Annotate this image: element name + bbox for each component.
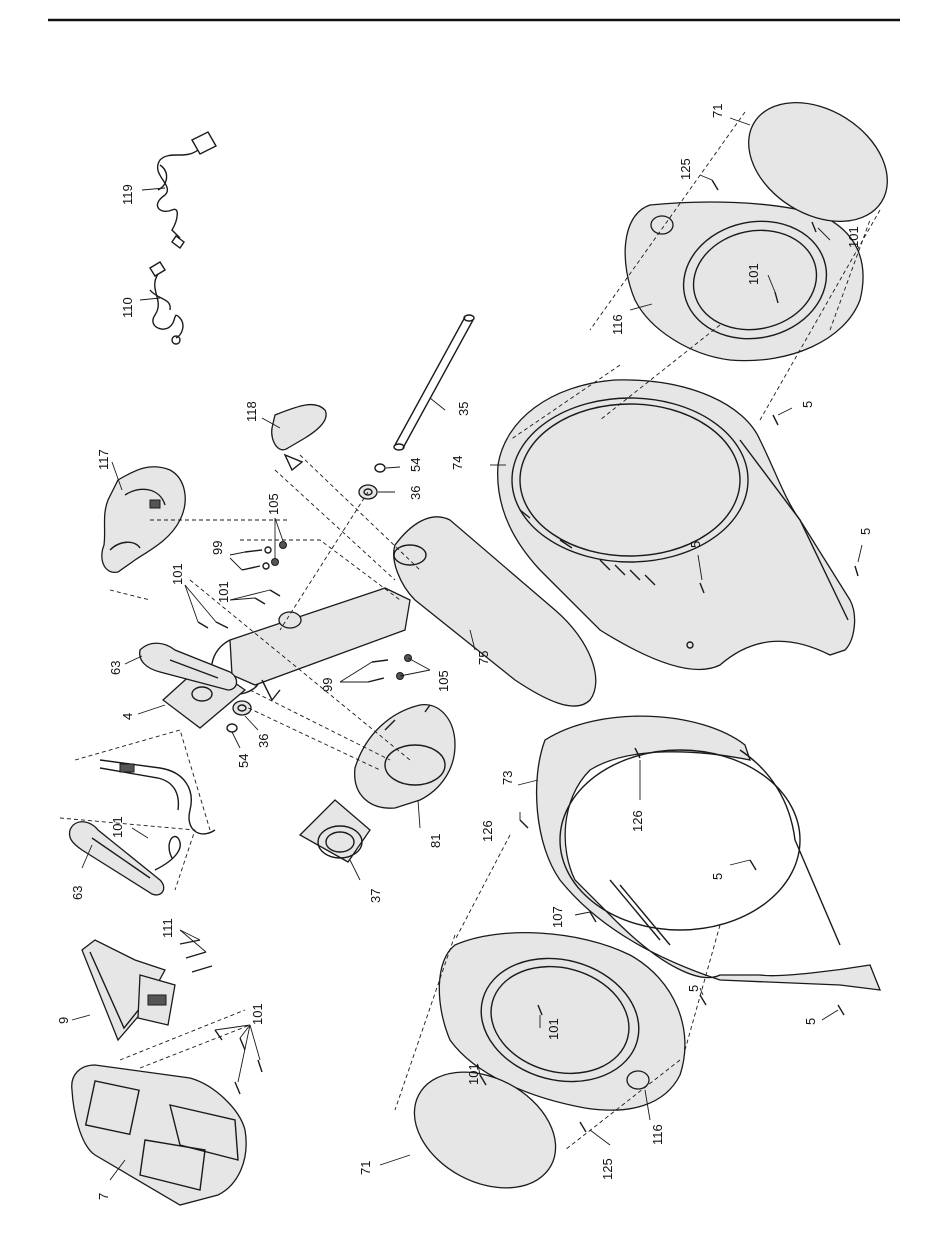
label-7: 7 — [96, 1193, 111, 1200]
label-54-lower: 54 — [236, 754, 251, 768]
nuts-105-top — [272, 542, 287, 566]
label-75: 75 — [476, 651, 491, 665]
label-99-lower: 99 — [320, 678, 335, 692]
label-36-lower: 36 — [256, 734, 271, 748]
label-9: 9 — [56, 1017, 71, 1024]
label-101-ring-b: 101 — [546, 1018, 561, 1040]
label-116-bottom: 116 — [650, 1124, 665, 1145]
label-5-a: 5 — [800, 401, 815, 408]
label-4: 4 — [120, 713, 135, 720]
label-101-handle: 101 — [110, 816, 125, 838]
label-119: 119 — [120, 184, 135, 205]
crank-housing-81 — [355, 705, 455, 809]
label-74: 74 — [450, 456, 465, 470]
label-125-bottom: 125 — [600, 1158, 615, 1180]
label-116-top: 116 — [610, 314, 625, 335]
screws-99-top — [242, 547, 271, 570]
label-5-b: 5 — [858, 528, 873, 535]
label-125-top: 125 — [678, 158, 693, 180]
label-54-top: 54 — [408, 458, 423, 472]
label-5-d: 5 — [710, 873, 725, 880]
handle-wire — [155, 836, 180, 870]
label-81: 81 — [428, 834, 443, 848]
label-110: 110 — [120, 297, 135, 318]
label-5-c: 5 — [688, 541, 703, 548]
label-111: 111 — [160, 918, 175, 938]
label-63-lower: 63 — [70, 886, 85, 900]
label-35: 35 — [456, 402, 471, 416]
cover-118 — [272, 405, 326, 470]
screws-111 — [180, 940, 212, 972]
label-101-ring-a: 101 — [466, 1063, 481, 1085]
wire-harness-110 — [150, 262, 183, 344]
label-105-lower: 105 — [436, 670, 451, 692]
screws-101-frame — [198, 590, 280, 628]
frame-post — [212, 588, 410, 700]
label-5-e: 5 — [686, 985, 701, 992]
console-bracket — [138, 975, 175, 1025]
handlebar-loop — [75, 730, 215, 834]
label-36-top: 36 — [408, 486, 423, 500]
label-63-top: 63 — [108, 661, 123, 675]
label-101-frame-a: 101 — [170, 563, 185, 585]
bearing-36-lower — [233, 701, 251, 715]
label-101-frame-b: 101 — [216, 581, 231, 603]
crank-cap-37 — [300, 800, 370, 862]
washer-54-lower — [227, 724, 237, 732]
label-99-top: 99 — [210, 541, 225, 555]
label-101-cover-b: 101 — [746, 263, 761, 285]
label-117: 117 — [96, 449, 111, 470]
label-37: 37 — [368, 889, 383, 903]
disc-cover-116-top — [625, 202, 863, 361]
screws-101-console — [215, 1030, 262, 1094]
label-101-cover-a: 101 — [846, 226, 861, 248]
power-cord-119 — [157, 132, 216, 248]
console-7 — [72, 1010, 250, 1205]
label-118: 118 — [244, 401, 259, 422]
label-105-top: 105 — [266, 493, 281, 515]
label-126-a: 126 — [480, 820, 495, 842]
label-71-top: 71 — [710, 104, 725, 118]
washer-54-top — [375, 464, 385, 472]
label-5-f: 5 — [803, 1018, 818, 1025]
label-126-b: 126 — [630, 810, 645, 832]
label-73: 73 — [500, 771, 515, 785]
label-107: 107 — [550, 906, 565, 928]
label-71-bottom: 71 — [358, 1161, 373, 1175]
screws-99-lower — [368, 660, 388, 682]
label-101-console: 101 — [250, 1003, 265, 1025]
axle-35 — [394, 315, 474, 450]
